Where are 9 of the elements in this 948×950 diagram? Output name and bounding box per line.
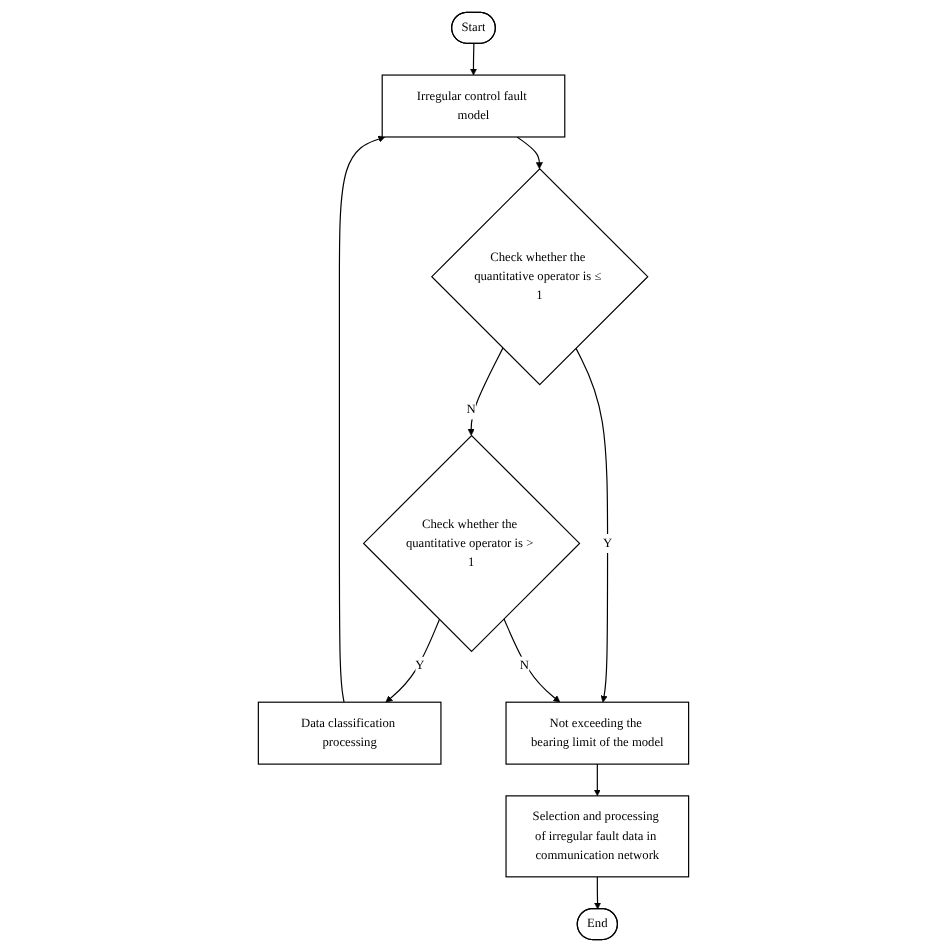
arrow [594, 762, 602, 796]
arrow [386, 618, 441, 702]
arrow [339, 134, 386, 702]
arrow [516, 135, 544, 169]
arrow [594, 875, 602, 909]
arrow [503, 617, 561, 702]
arrow [575, 346, 609, 702]
arrow [470, 42, 478, 75]
arrow [468, 346, 504, 435]
